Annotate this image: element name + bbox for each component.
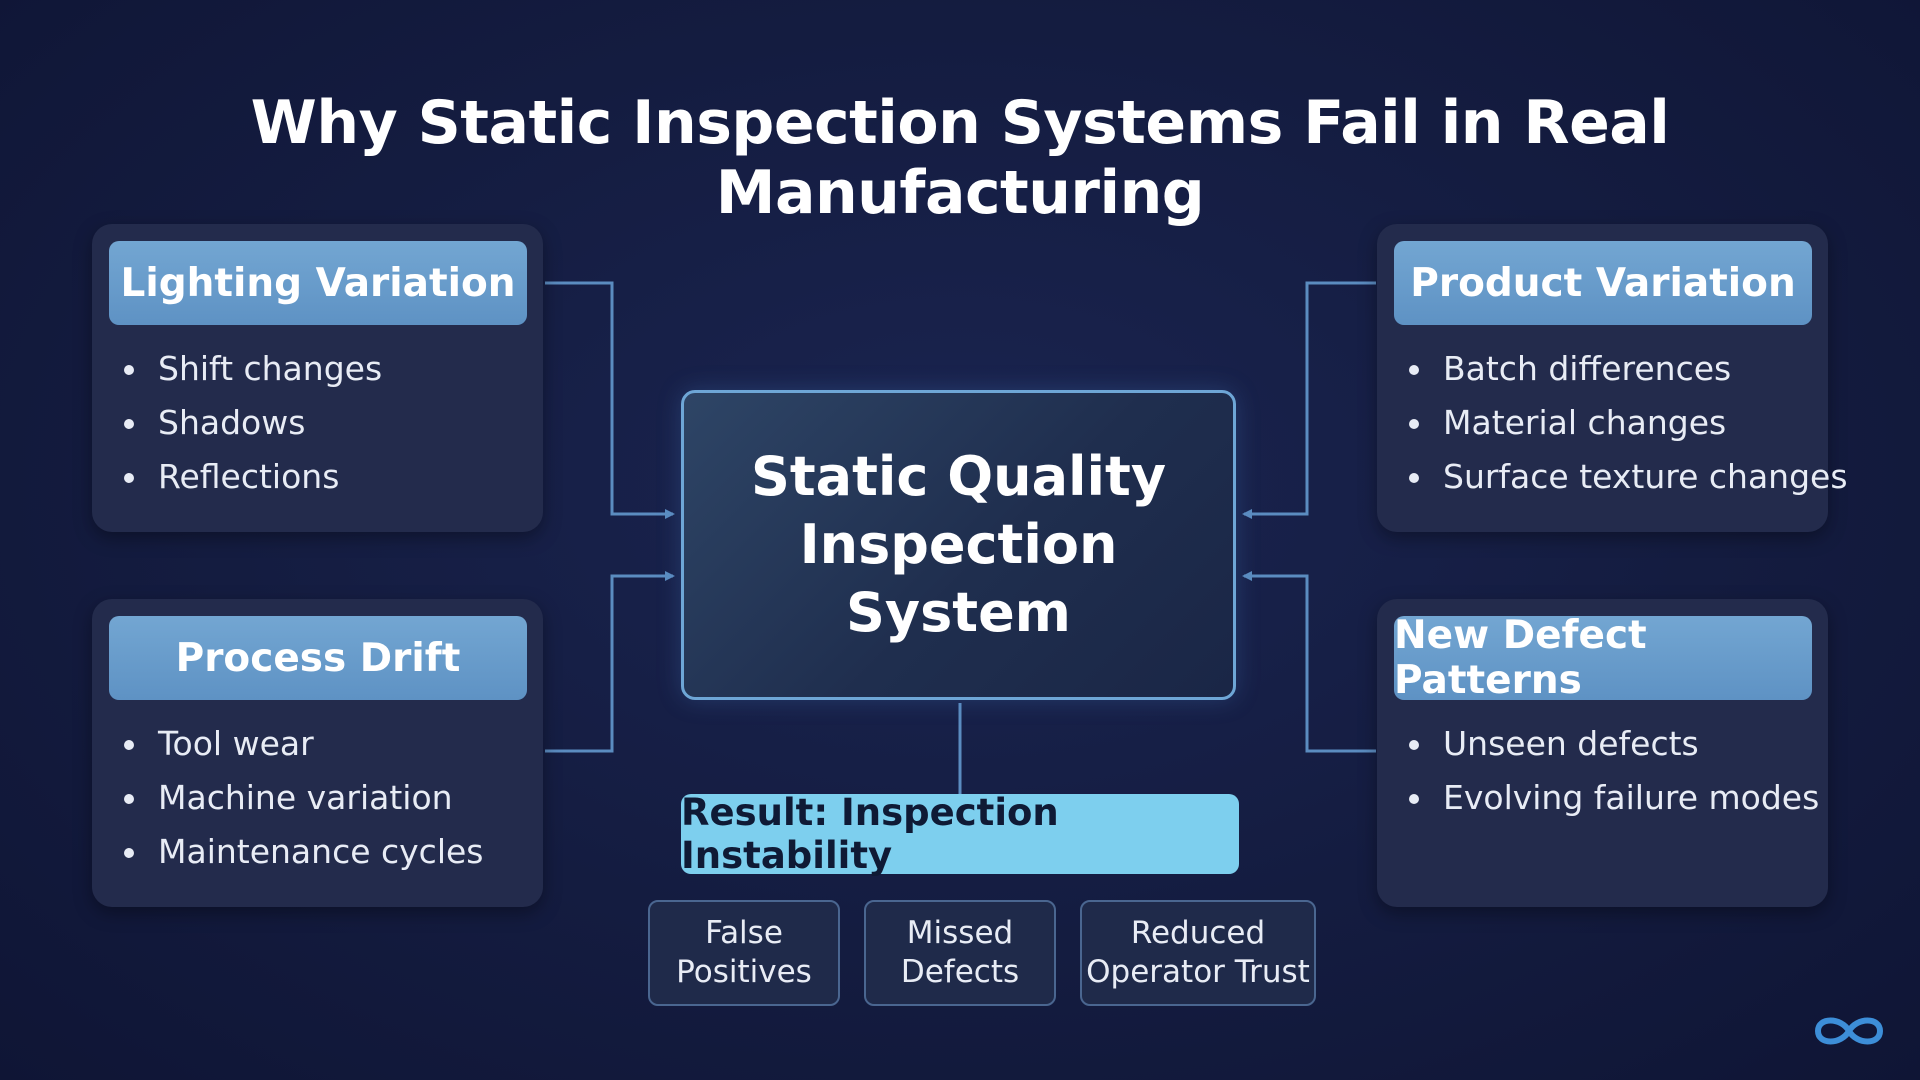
factor-card-lighting-variation: Lighting Variation Shift changes Shadows… — [92, 224, 543, 532]
connector-new-defect-patterns — [1242, 571, 1376, 753]
connector-lighting-variation — [545, 281, 675, 519]
factor-item: Shadows — [124, 396, 382, 450]
factor-item: Evolving failure modes — [1409, 771, 1819, 825]
factor-card-process-drift: Process Drift Tool wear Machine variatio… — [92, 599, 543, 907]
center-system-box: Static Quality Inspection System — [681, 390, 1236, 700]
outcome-line: Operator Trust — [1086, 954, 1310, 990]
outcome-missed-defects: Missed Defects — [864, 900, 1056, 1006]
factor-list: Tool wear Machine variation Maintenance … — [124, 717, 484, 879]
factor-title: New Defect Patterns — [1394, 613, 1812, 703]
factor-item: Surface texture changes — [1409, 450, 1848, 504]
factor-title: Lighting Variation — [109, 241, 527, 325]
center-title-line2: Inspection System — [799, 513, 1118, 644]
connector-product-variation — [1242, 281, 1376, 519]
result-banner: Result: Inspection Instability — [681, 791, 1239, 877]
factor-item: Maintenance cycles — [124, 825, 484, 879]
factor-card-new-defect-patterns: New Defect Patterns Unseen defects Evolv… — [1377, 599, 1828, 907]
factor-item: Material changes — [1409, 396, 1848, 450]
factor-card-product-variation: Product Variation Batch differences Mate… — [1377, 224, 1848, 532]
infinity-logo-icon — [1814, 1017, 1884, 1045]
center-title-line1: Static Quality — [750, 445, 1167, 508]
outcome-line: Missed — [906, 915, 1014, 951]
factor-list: Shift changes Shadows Reflections — [124, 342, 382, 504]
factor-list: Unseen defects Evolving failure modes — [1409, 717, 1819, 825]
outcome-line: Positives — [676, 954, 812, 990]
factor-item: Machine variation — [124, 771, 484, 825]
factor-item: Unseen defects — [1409, 717, 1819, 771]
factor-item: Shift changes — [124, 342, 382, 396]
factor-list: Batch differences Material changes Surfa… — [1409, 342, 1848, 504]
factor-item: Tool wear — [124, 717, 484, 771]
factor-title: Product Variation — [1394, 241, 1812, 325]
factor-item: Batch differences — [1409, 342, 1848, 396]
page-title: Why Static Inspection Systems Fail in Re… — [250, 88, 1670, 228]
factor-item: Reflections — [124, 450, 382, 504]
outcome-line: Reduced — [1130, 915, 1266, 951]
outcome-line: False — [705, 915, 783, 951]
outcome-reduced-operator-trust: Reduced Operator Trust — [1080, 900, 1316, 1006]
outcome-false-positives: False Positives — [648, 900, 840, 1006]
connector-process-drift — [545, 571, 675, 753]
outcome-line: Defects — [900, 954, 1020, 990]
factor-title: Process Drift — [109, 616, 527, 700]
